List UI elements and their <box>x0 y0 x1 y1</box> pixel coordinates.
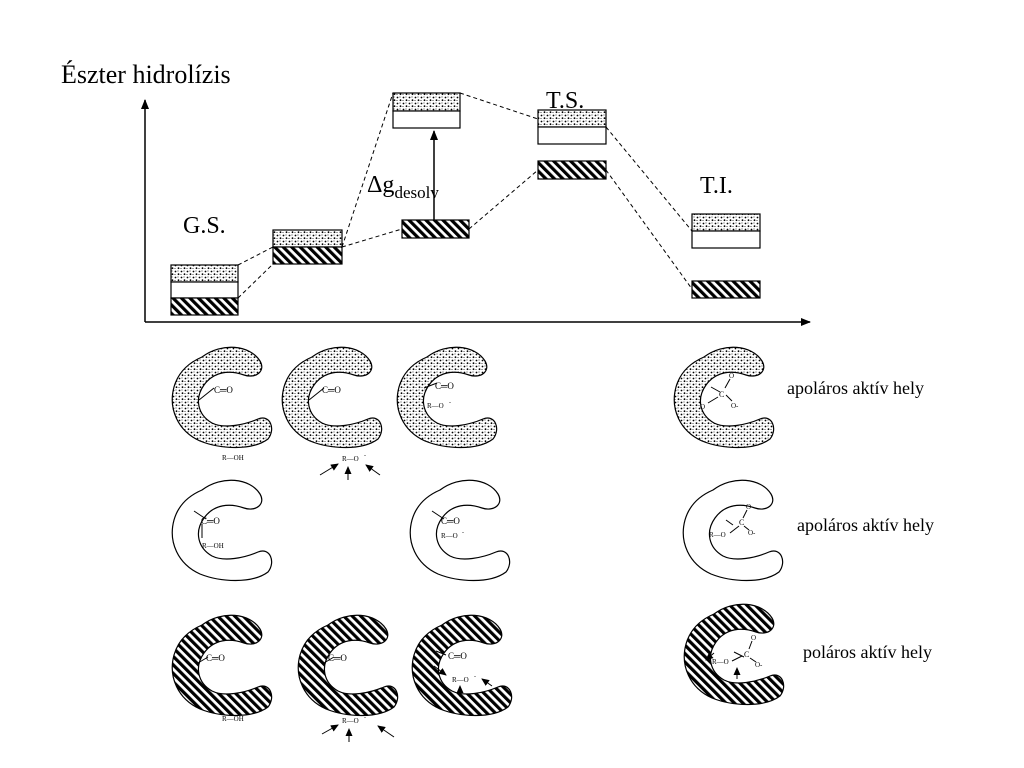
row-label-polar: poláros aktív hely <box>803 642 932 662</box>
apolar-blank-site-ti: C O O- R—O <box>682 479 784 582</box>
oxygen-atom: O <box>746 503 751 511</box>
polar-site-step2: C═O R—O - <box>297 614 399 742</box>
alcohol-group: R—OH <box>202 542 224 550</box>
negative-charge: - <box>449 400 451 406</box>
ti-level-stack <box>691 213 761 299</box>
ground-state-label: G.S. <box>183 213 226 239</box>
carbonyl-group: C═O <box>206 653 225 663</box>
negative-charge: - <box>364 453 366 459</box>
solvation-arrow <box>319 463 339 476</box>
carbonyl-group: C═O <box>201 516 220 526</box>
alkoxide-group: R—O <box>427 402 444 410</box>
delta-g-subscript: desolv <box>394 183 439 202</box>
alkoxide-group: R—O <box>709 531 726 539</box>
negative-charge: - <box>474 674 476 680</box>
tetrahedral-intermediate-label: T.I. <box>700 173 733 199</box>
alkoxide-group: R—O <box>712 658 729 666</box>
solvation-arrow <box>705 652 715 661</box>
carbonyl-group: C═O <box>441 516 460 526</box>
oxygen-atom: O <box>751 634 756 642</box>
solvation-arrow <box>377 725 395 738</box>
carbonyl-group: C═O <box>448 651 467 661</box>
ts-level-stack <box>537 109 607 180</box>
reaction-path-connectors <box>237 92 693 299</box>
oxyanion: O- <box>755 661 763 669</box>
oxygen-atom: O <box>729 372 734 380</box>
alcohol-group: R—OH <box>222 454 244 462</box>
delta-g-symbol: Δg <box>367 172 395 198</box>
apolar-dotted-site-gs: C═O R—OH <box>171 346 273 462</box>
central-carbon: C <box>719 390 724 399</box>
alkoxide-group: R—O <box>452 676 469 684</box>
carbonyl-group: C═O <box>435 381 454 391</box>
solvation-arrow <box>481 678 493 687</box>
apolar-dotted-site-step2: C═O R—O - <box>281 346 383 480</box>
central-carbon: C <box>744 650 749 659</box>
apolar-blank-site-gs: C═O R—OH <box>171 479 273 582</box>
oxyanion: O- <box>748 529 756 537</box>
alcohol-group: R—OH <box>222 715 244 723</box>
negative-charge: - <box>364 715 366 721</box>
alkoxide-group: R—O <box>342 455 359 463</box>
step3-level-stack <box>392 92 470 239</box>
oxygen-atom: O <box>700 403 705 411</box>
negative-charge: - <box>462 530 464 536</box>
solvation-arrow <box>365 464 381 476</box>
alkoxide-group: R—O <box>342 717 359 725</box>
apolar-dotted-site-ti: C O O- O <box>673 346 775 449</box>
row-label-apolar-dotted: apoláros aktív hely <box>787 378 924 398</box>
central-carbon: C <box>739 518 744 527</box>
oxyanion: O- <box>731 402 739 410</box>
solvation-arrow <box>321 724 339 735</box>
desolvation-energy-label: Δgdesolv <box>367 172 439 203</box>
carbonyl-group: C═O <box>214 385 233 395</box>
apolar-blank-site-step3: C═O R—O - <box>409 479 511 582</box>
polar-site-ti: C O O- R—O <box>683 603 785 706</box>
carbonyl-group: C═O <box>322 385 341 395</box>
gs-level-stack <box>170 264 239 316</box>
step2-level-stack <box>272 229 343 265</box>
polar-site-step3: C═O R—O - <box>411 614 513 717</box>
row-label-apolar-blank: apoláros aktív hely <box>797 515 934 535</box>
diagram-title: Észter hidrolízis <box>61 60 231 89</box>
alkoxide-group: R—O <box>441 532 458 540</box>
solvation-arrow <box>433 665 447 676</box>
apolar-dotted-site-step3: C═O R—O - <box>396 346 498 449</box>
carbonyl-group: C═O <box>328 653 347 663</box>
polar-site-gs: C═O R—OH <box>171 614 273 723</box>
